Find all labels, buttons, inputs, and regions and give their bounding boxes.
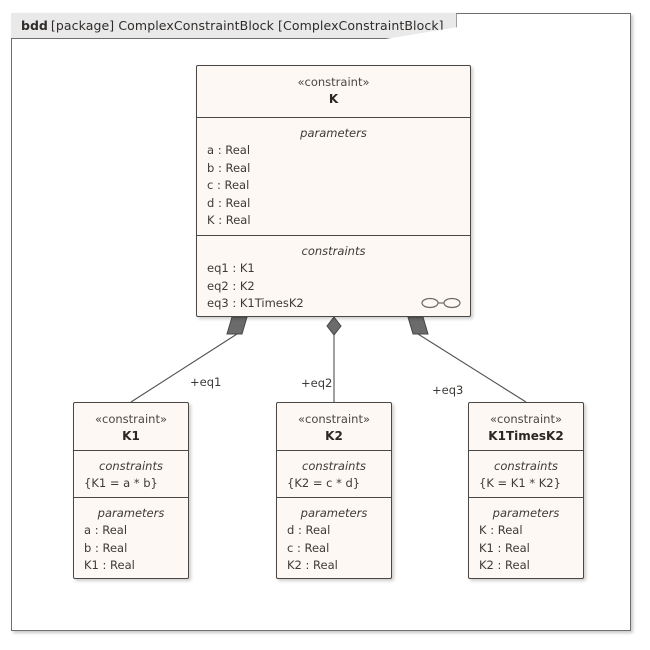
block-K1-parameter: a : Real [84,523,128,537]
block-K1-parameters-compartment: parameters a : Real b : Real K1 : Real [74,498,188,580]
block-K-parameter: b : Real [207,160,251,175]
block-K1-header: «constraint» K1 [74,403,188,451]
block-K1TimesK2-stereotype: «constraint» [490,412,562,426]
block-K-parameter: K : Real [207,213,251,227]
block-K2-header: «constraint» K2 [277,403,391,451]
block-K-parameter: c : Real [207,178,250,192]
block-K1TimesK2-parameters-title: parameters [492,506,560,520]
block-K1-parameters-title: parameters [97,506,165,520]
diagram-frame-header-tab[interactable]: bdd [package] ComplexConstraintBlock [Co… [11,13,457,39]
block-K-parameter: d : Real [207,195,251,210]
block-K2-parameters-title: parameters [300,506,368,520]
block-K1-constraints-title: constraints [99,459,163,473]
block-K-constraint: eq3 : K1TimesK2 [207,296,304,310]
block-K2-stereotype: «constraint» [298,412,370,426]
block-K2-parameter: c : Real [287,540,330,555]
block-K1TimesK2-parameter: K1 : Real [479,540,530,555]
parametric-diagram-icon[interactable] [421,296,461,310]
block-K-parameters-title: parameters [300,126,367,140]
block-K1TimesK2-header: «constraint» K1TimesK2 [469,403,583,451]
block-K-constraints-compartment: constraints eq1 : K1 eq2 : K2 eq3 : K1Ti… [197,236,470,318]
block-K1-constraints-compartment: constraints {K1 = a * b} [74,451,188,498]
constraint-block-K1[interactable]: «constraint» K1 constraints {K1 = a * b}… [73,402,189,579]
block-K1TimesK2-name: K1TimesK2 [488,429,564,443]
block-K-constraint: eq1 : K1 [207,261,255,275]
edge-label-eq2: +eq2 [301,376,333,390]
block-K2-constraint: {K2 = c * d} [287,476,361,490]
diagram-kind-label: bdd [21,18,48,33]
block-K1TimesK2-parameters-compartment: parameters K : Real K1 : Real K2 : Real [469,498,583,580]
block-K2-parameter: d : Real [287,523,331,537]
block-K2-constraints-title: constraints [302,459,366,473]
block-K1TimesK2-constraints-compartment: constraints {K = K1 * K2} [469,451,583,498]
block-K1TimesK2-parameter: K : Real [479,523,523,537]
block-K2-parameter: K2 : Real [287,558,338,572]
block-K2-parameters-compartment: parameters d : Real c : Real K2 : Real [277,498,391,580]
block-K1TimesK2-parameter: K2 : Real [479,558,530,572]
edge-label-eq1: +eq1 [190,375,222,389]
constraint-block-K[interactable]: «constraint» K parameters a : Real b : R… [196,65,471,317]
block-K-parameter: a : Real [207,143,251,157]
block-K-header: «constraint» K [197,66,470,118]
block-K1-constraint: {K1 = a * b} [84,476,158,490]
constraint-block-K2[interactable]: «constraint» K2 constraints {K2 = c * d}… [276,402,392,579]
block-K1-parameter: b : Real [84,540,128,555]
block-K-constraint: eq2 : K2 [207,278,255,293]
block-K1-parameter: K1 : Real [84,558,135,572]
block-K1TimesK2-constraints-title: constraints [494,459,558,473]
constraint-block-K1TimesK2[interactable]: «constraint» K1TimesK2 constraints {K = … [468,402,584,579]
block-K-constraints-title: constraints [301,244,366,258]
block-K1TimesK2-constraint: {K = K1 * K2} [479,476,561,490]
diagram-header-text: [package] ComplexConstraintBlock [Comple… [50,18,444,33]
block-K2-constraints-compartment: constraints {K2 = c * d} [277,451,391,498]
block-K1-stereotype: «constraint» [95,412,167,426]
block-K-parameters-compartment: parameters a : Real b : Real c : Real d … [197,118,470,236]
block-K-stereotype: «constraint» [297,75,370,89]
edge-label-eq3: +eq3 [432,383,464,397]
block-K2-name: K2 [325,429,343,443]
block-K1-name: K1 [122,429,140,443]
block-K-name: K [328,92,339,106]
